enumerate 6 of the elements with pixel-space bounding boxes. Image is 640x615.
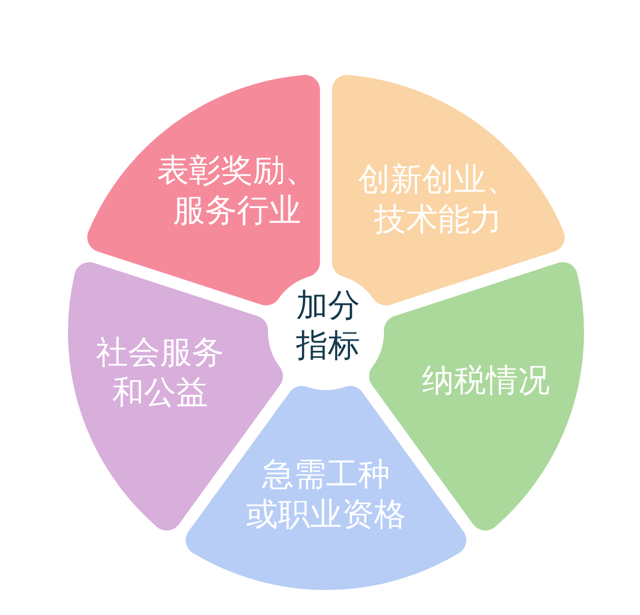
petal-label: 社会服务和公益 <box>96 332 224 412</box>
petal-label: 表彰奖励、服务行业 <box>157 150 317 230</box>
petal-label: 急需工种或职业资格 <box>246 454 406 534</box>
petal-label: 创新创业、技术能力 <box>358 159 518 239</box>
petal-label: 纳税情况 <box>422 360 550 400</box>
center-label: 加分指标 <box>296 285 360 365</box>
